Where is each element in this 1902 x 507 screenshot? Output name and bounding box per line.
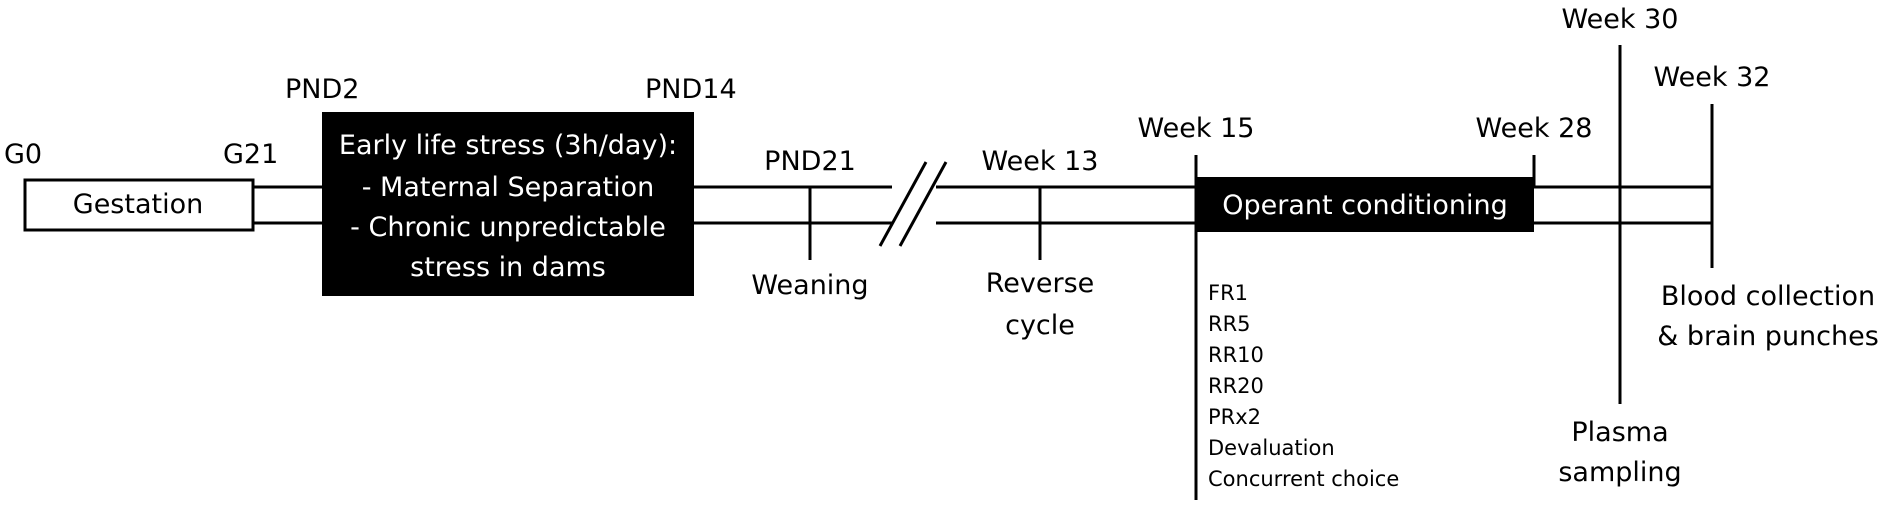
event-reverse-cycle-line-1: Reverse <box>986 268 1095 299</box>
gestation-label: Gestation <box>73 189 203 220</box>
timepoint-pnd2: PND2 <box>285 74 359 105</box>
timepoint-g0: G0 <box>4 139 42 170</box>
event-plasma-sampling-line-1: Plasma <box>1571 417 1668 448</box>
break-slash-left <box>878 161 928 247</box>
early-life-stress-line-2: - Maternal Separation <box>362 172 655 203</box>
early-life-stress-line-4: stress in dams <box>410 252 606 283</box>
schedule-item: RR20 <box>1208 374 1264 398</box>
timepoint-pnd21: PND21 <box>764 146 856 177</box>
timepoint-week13: Week 13 <box>982 146 1099 177</box>
early-life-stress-line-3: - Chronic unpredictable <box>350 212 666 243</box>
timepoint-week30: Week 30 <box>1562 4 1679 35</box>
timeline-break-marks <box>878 161 948 247</box>
event-weaning: Weaning <box>751 270 868 301</box>
timepoint-week32: Week 32 <box>1654 62 1771 93</box>
early-life-stress-line-1: Early life stress (3h/day): <box>339 130 677 161</box>
operant-schedules-list: FR1 RR5 RR10 RR20 PRx2 Devaluation Concu… <box>1208 281 1399 491</box>
break-slash-right <box>898 161 948 247</box>
early-life-stress-box <box>322 112 694 296</box>
gestation-box <box>23 178 255 232</box>
timepoint-labels: G0 G21 PND2 PND14 PND21 Week 13 Week 15 … <box>4 4 1770 177</box>
event-reverse-cycle-line-2: cycle <box>1005 310 1075 341</box>
schedule-item: FR1 <box>1208 281 1248 305</box>
operant-conditioning-label: Operant conditioning <box>1222 190 1508 221</box>
event-labels: Weaning Reverse cycle Plasma sampling Bl… <box>751 268 1878 488</box>
event-blood-collection-line-1: Blood collection <box>1661 281 1875 312</box>
timepoint-week15: Week 15 <box>1138 113 1255 144</box>
schedule-item: Devaluation <box>1208 436 1335 460</box>
event-plasma-sampling-line-2: sampling <box>1558 457 1681 488</box>
schedule-item: RR10 <box>1208 343 1264 367</box>
schedule-item: PRx2 <box>1208 405 1261 429</box>
event-blood-collection-line-2: & brain punches <box>1657 321 1879 352</box>
timepoint-week28: Week 28 <box>1476 113 1593 144</box>
timepoint-pnd14: PND14 <box>645 74 737 105</box>
timepoint-g21: G21 <box>223 139 278 170</box>
schedule-item: RR5 <box>1208 312 1251 336</box>
operant-conditioning-box <box>1196 177 1534 232</box>
schedule-item: Concurrent choice <box>1208 467 1399 491</box>
